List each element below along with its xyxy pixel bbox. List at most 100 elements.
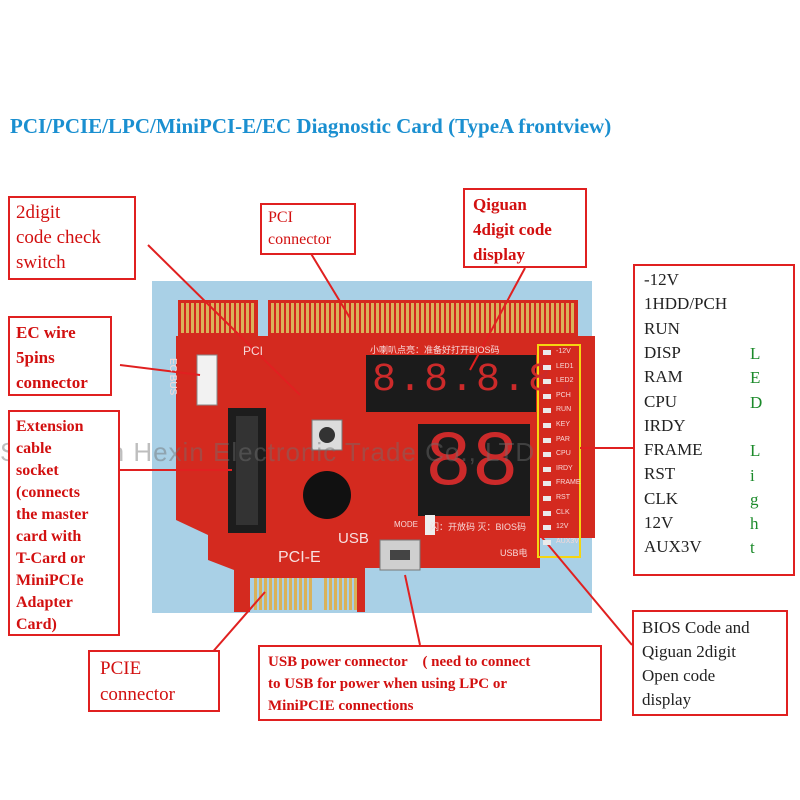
callout-line: connector (268, 231, 332, 248)
callout-pcie-connector: PCIE connector (88, 650, 220, 712)
led-indicator (543, 452, 551, 458)
buzzer (303, 471, 351, 519)
pci-gold-fingers (181, 303, 574, 333)
pci-pin (396, 303, 399, 333)
callout-line: display (642, 690, 692, 709)
pci-pin (521, 303, 524, 333)
two-digit-readout: 88 (425, 420, 519, 508)
callout-line: USB power connector ( need to connect (268, 654, 531, 670)
pci-pin (211, 303, 214, 333)
callout-line: MiniPCIE connections (268, 698, 414, 714)
board-text-chinese-bottom-2: USB电 (500, 548, 528, 558)
led-indicator (543, 408, 551, 414)
led-legend-item: -12V (644, 270, 679, 289)
pci-pin (276, 303, 279, 333)
led-light-letter: t (750, 538, 755, 558)
callout-line: Open code (642, 666, 716, 685)
led-indicator (543, 393, 551, 399)
pcie-pin (354, 578, 357, 610)
led-legend-item: RST (644, 464, 676, 484)
led-strip-label: LED1 (556, 362, 574, 370)
led-legend-item: DISP (644, 342, 681, 362)
pci-pin (466, 303, 469, 333)
pci-pin (401, 303, 404, 333)
led-strip-label: 12V (556, 523, 569, 531)
pci-pin (341, 303, 344, 333)
led-legend-item: RUN (644, 318, 680, 338)
pci-pin (461, 303, 464, 333)
pci-pin (406, 303, 409, 333)
pci-pin (186, 303, 189, 333)
pci-pin (426, 303, 429, 333)
led-light-letter: D (750, 392, 763, 412)
pci-pin (346, 303, 349, 333)
pci-pin (331, 303, 334, 333)
callout-line: T-Card or (16, 550, 86, 567)
pcie-pin (334, 578, 337, 610)
pcie-pin (289, 578, 292, 610)
led-legend-item: CPU (644, 391, 678, 411)
pci-pin (571, 303, 574, 333)
pcie-pin (299, 578, 302, 610)
callout-line: the master (16, 506, 89, 523)
led-indicator (543, 496, 551, 501)
callout-line: BIOS Code and (642, 618, 750, 637)
led-indicator (543, 364, 551, 370)
pci-pin (191, 303, 194, 333)
board-label-pci: PCI (243, 344, 264, 358)
callout-code-check-switch: 2digit code check switch (8, 196, 136, 280)
pci-pin (536, 303, 539, 333)
led-indicator (543, 423, 551, 428)
callout-line: PCI (268, 209, 293, 226)
pci-pin (226, 303, 229, 333)
pci-pin (376, 303, 379, 333)
bios-2digit-display (418, 424, 530, 516)
led-legend-item: RAM (644, 367, 683, 387)
pci-pin (391, 303, 394, 333)
leader-lines (119, 244, 633, 656)
led-strip-label: FRAME (556, 479, 581, 487)
callout-line: cable (16, 440, 52, 457)
pci-pin (321, 303, 324, 333)
pci-pin (196, 303, 199, 333)
pcie-pin (344, 578, 347, 610)
pci-pin (471, 303, 474, 333)
led-light-letter: i (750, 465, 755, 485)
callout-extension-socket: Extension cable socket (connects the mas… (8, 410, 120, 636)
pci-pin (231, 303, 234, 333)
pci-pin (431, 303, 434, 333)
callout-line: Extension (16, 418, 84, 435)
callout-line: MiniPCIe (16, 572, 84, 589)
callout-pci-connector: PCI connector (260, 203, 356, 255)
pci-pin (291, 303, 294, 333)
pcie-pin (269, 578, 272, 610)
pci-pin (301, 303, 304, 333)
led-light-letter: g (750, 489, 759, 509)
callout-line: to USB for power when using LPC or (268, 676, 508, 692)
callout-line: display (473, 245, 525, 264)
pci-pin (446, 303, 449, 333)
pci-pin (506, 303, 509, 333)
pci-pin (481, 303, 484, 333)
pci-pin (416, 303, 419, 333)
pci-pin (241, 303, 244, 333)
pcie-pin (304, 578, 307, 610)
pcie-gold-fingers (254, 578, 357, 610)
pcie-pin (284, 578, 287, 610)
callout-line: (connects (16, 484, 80, 501)
pci-pin (531, 303, 534, 333)
pcie-pin (279, 578, 282, 610)
pcie-pin (324, 578, 327, 610)
led-indicator (543, 466, 551, 472)
pcie-pin (254, 578, 257, 610)
pci-pin (441, 303, 444, 333)
pci-pin (236, 303, 239, 333)
qiguan-4digit-display (366, 355, 536, 412)
pci-pin (251, 303, 254, 333)
pci-pin (351, 303, 354, 333)
pci-pin (566, 303, 569, 333)
pci-pin (306, 303, 309, 333)
callout-ec-wire: EC wire 5pins connector (8, 316, 112, 396)
board-label-mode: MODE (394, 520, 418, 529)
pci-pin (526, 303, 529, 333)
